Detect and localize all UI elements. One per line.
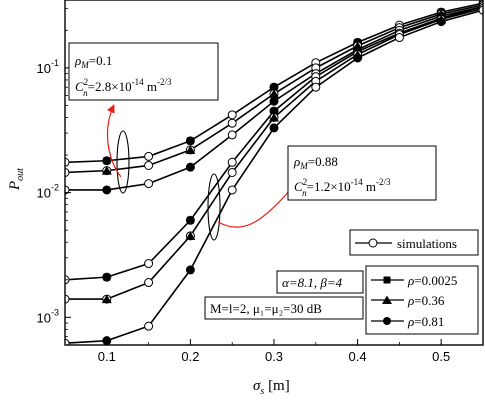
analytic-marker-square xyxy=(270,107,278,115)
legend-params-1: α=8.1, β=4 xyxy=(276,270,364,294)
simulation-point xyxy=(227,167,237,177)
simulation-point xyxy=(65,185,70,195)
simulation-point xyxy=(65,157,70,167)
simulation-point xyxy=(394,33,404,43)
simulation-point xyxy=(65,167,70,177)
legend-params-1-text: α=8.1, β=4 xyxy=(282,275,343,290)
legend-marker-circle xyxy=(383,317,391,325)
simulation-point xyxy=(65,294,70,304)
series-6-rho-0.81 xyxy=(65,5,483,345)
analytic-marker-square xyxy=(103,157,111,165)
annotation-arrow-top xyxy=(106,104,122,178)
simulation-point xyxy=(227,110,237,120)
y-tick-label: 10-2 xyxy=(37,183,59,201)
analytic-marker-circle xyxy=(353,53,362,62)
simulation-point xyxy=(227,130,237,140)
simulation-point xyxy=(311,82,321,92)
analytic-marker-circle xyxy=(437,17,446,26)
simulation-point xyxy=(144,160,154,170)
analytic-marker-square xyxy=(186,216,194,224)
simulation-point xyxy=(227,118,237,128)
simulation-point xyxy=(65,338,70,345)
analytic-marker-circle xyxy=(102,185,111,194)
group-ellipse-rho-m-0.88 xyxy=(207,173,221,241)
legend-params-2: M=l=2, μ₁=μ₂=30 dB xyxy=(204,296,364,320)
series-layer xyxy=(65,0,483,345)
plot-frame xyxy=(64,0,484,346)
x-ticks: 0.1 0.2 0.3 0.4 0.5 xyxy=(64,339,484,364)
analytic-marker-square xyxy=(186,137,194,145)
simulation-point xyxy=(227,185,237,195)
simulation-point xyxy=(144,278,154,288)
x-axis-label: σs [m] xyxy=(253,378,290,397)
analytic-marker-triangle xyxy=(185,145,196,154)
y-tick-label: 10-1 xyxy=(37,58,59,76)
simulation-point xyxy=(144,321,154,331)
svg-text:ρ=0.81: ρ=0.81 xyxy=(407,314,444,329)
x-tick-label: 0.1 xyxy=(98,349,116,364)
analytic-marker-circle xyxy=(186,163,195,172)
x-tick-label: 0.4 xyxy=(349,349,367,364)
series-5-rho-0.36 xyxy=(65,3,483,304)
svg-text:ρ=0.36: ρ=0.36 xyxy=(407,293,445,308)
y-tick-label: 10-3 xyxy=(37,307,59,325)
legend-simulations-label: simulations xyxy=(397,236,457,251)
x-tick-label: 0.5 xyxy=(432,349,450,364)
group-ellipse-rho-m-0.1 xyxy=(116,130,130,194)
svg-text:ρ=0.0025: ρ=0.0025 xyxy=(407,273,457,288)
analytic-marker-square xyxy=(270,83,278,91)
simulation-point xyxy=(478,5,483,15)
legend-entry-rho-0.81: ρ=0.81 xyxy=(371,314,444,329)
x-tick-label: 0.3 xyxy=(265,349,283,364)
legend-entry-rho-0.36: ρ=0.36 xyxy=(371,293,445,308)
y-axis-label: Pout xyxy=(7,168,26,191)
x-tick-label: 0.2 xyxy=(181,349,199,364)
analytic-marker-circle xyxy=(270,97,278,106)
analytic-marker-triangle xyxy=(101,294,112,304)
simulation-point xyxy=(144,259,154,269)
analytic-marker-triangle xyxy=(269,89,279,98)
annotation-top-rho: ρM=0.1 xyxy=(74,53,112,70)
analytic-marker-square xyxy=(103,273,111,281)
legend-marker-triangle xyxy=(382,295,392,304)
analytic-marker-triangle xyxy=(269,112,279,122)
simulation-point xyxy=(144,179,154,189)
legend-entry-rho-0.0025: ρ=0.0025 xyxy=(371,273,457,288)
legend-params-2-text: M=l=2, μ₁=μ₂=30 dB xyxy=(210,301,322,316)
simulation-point xyxy=(144,151,154,161)
legend-simulations-marker xyxy=(368,238,378,248)
analytic-marker-triangle xyxy=(185,231,196,240)
annotation-bottom-rho: ρM=0.88 xyxy=(293,154,338,171)
legend-rho: ρ=0.0025 ρ=0.36 ρ=0.81 xyxy=(365,265,479,335)
analytic-marker-circle xyxy=(186,265,195,274)
legend-marker-square xyxy=(383,276,391,284)
analytic-marker-circle xyxy=(270,123,278,132)
analytic-marker-triangle xyxy=(101,166,112,175)
simulation-point xyxy=(227,157,237,167)
legend-simulations: simulations xyxy=(349,229,479,256)
